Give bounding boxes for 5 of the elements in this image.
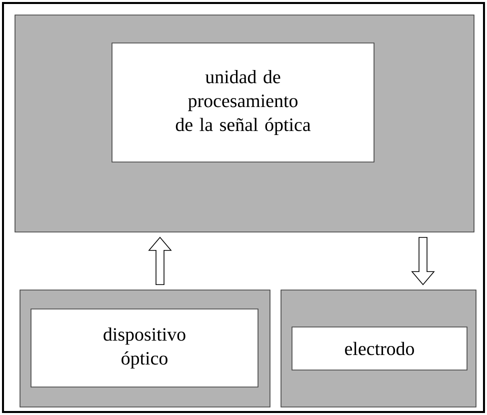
text-box: unidad de procesamiento de la señal óptica [112,42,374,162]
text-box: dispositivo óptico [30,308,258,388]
text-box: electrodo [292,326,468,370]
arrow [148,236,172,285]
arrow [411,237,435,286]
